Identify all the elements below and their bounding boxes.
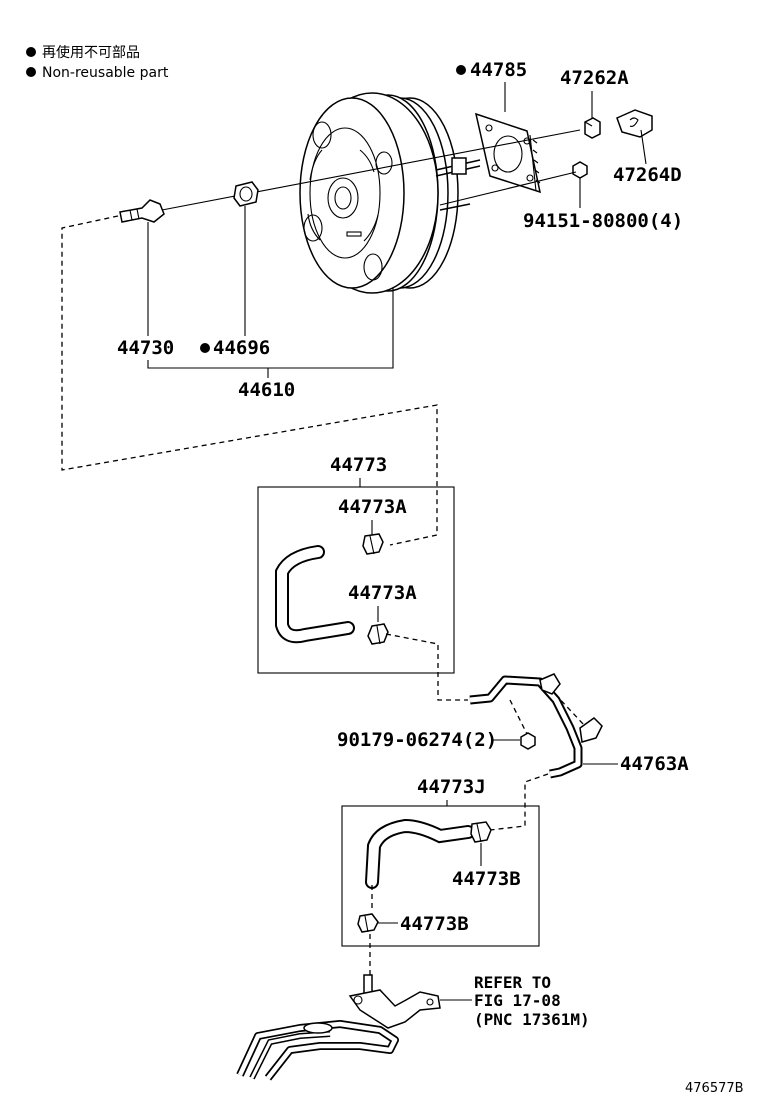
vacuum-tube-44763A: [469, 673, 603, 779]
label-44610: 44610: [238, 379, 295, 401]
check-valve-44730: [119, 199, 165, 223]
legend-bullet-icon: [26, 67, 36, 77]
label-44773A-lower: 44773A: [348, 582, 417, 604]
grommet-44696: [233, 181, 259, 207]
label-44773B-lower: 44773B: [400, 913, 469, 935]
refer-line-1: REFER TO: [474, 973, 551, 992]
clip-44773A-lower: [367, 623, 389, 645]
vacuum-hose-44773J: [365, 818, 475, 889]
non-reusable-bullet-icon: [456, 65, 466, 75]
legend-bullet-icon: [26, 47, 36, 57]
label-47262A: 47262A: [560, 67, 629, 89]
label-44773J: 44773J: [417, 776, 486, 798]
clip-44773A-upper: [362, 533, 384, 555]
legend-en: Non-reusable part: [42, 65, 169, 81]
vacuum-hose-44773: [275, 545, 355, 644]
hose-set-box-44773J: [341, 805, 540, 947]
legend-jp: 再使用不可部品: [42, 44, 140, 61]
label-44785: 44785: [470, 59, 527, 81]
nut-47262A: [584, 117, 601, 139]
label-44730: 44730: [117, 337, 174, 359]
clip-44773B-upper: [470, 821, 492, 843]
nut-90179: [520, 732, 536, 750]
label-44773: 44773: [330, 454, 387, 476]
nut-94151: [572, 161, 588, 179]
label-90179-06274: 90179-06274(2): [337, 729, 497, 751]
clip-44773B-lower: [357, 913, 379, 933]
refer-line-3: (PNC 17361M): [474, 1010, 590, 1029]
non-reusable-bullet-icon: [200, 343, 210, 353]
label-47264D: 47264D: [613, 164, 682, 186]
label-44773A-upper: 44773A: [338, 496, 407, 518]
diagram-code: 476577B: [685, 1081, 744, 1096]
label-94151-80800: 94151-80800(4): [523, 210, 683, 232]
gasket-44785: [474, 112, 542, 194]
brake-booster: [299, 92, 481, 294]
clevis-47264D: [616, 109, 653, 138]
hose-set-box-44773: [257, 486, 455, 674]
label-44696: 44696: [213, 337, 270, 359]
refer-line-2: FIG 17-08: [474, 991, 561, 1010]
label-44773B-upper: 44773B: [452, 868, 521, 890]
label-44763A: 44763A: [620, 753, 689, 775]
fuel-pipe-assembly: [236, 974, 441, 1081]
